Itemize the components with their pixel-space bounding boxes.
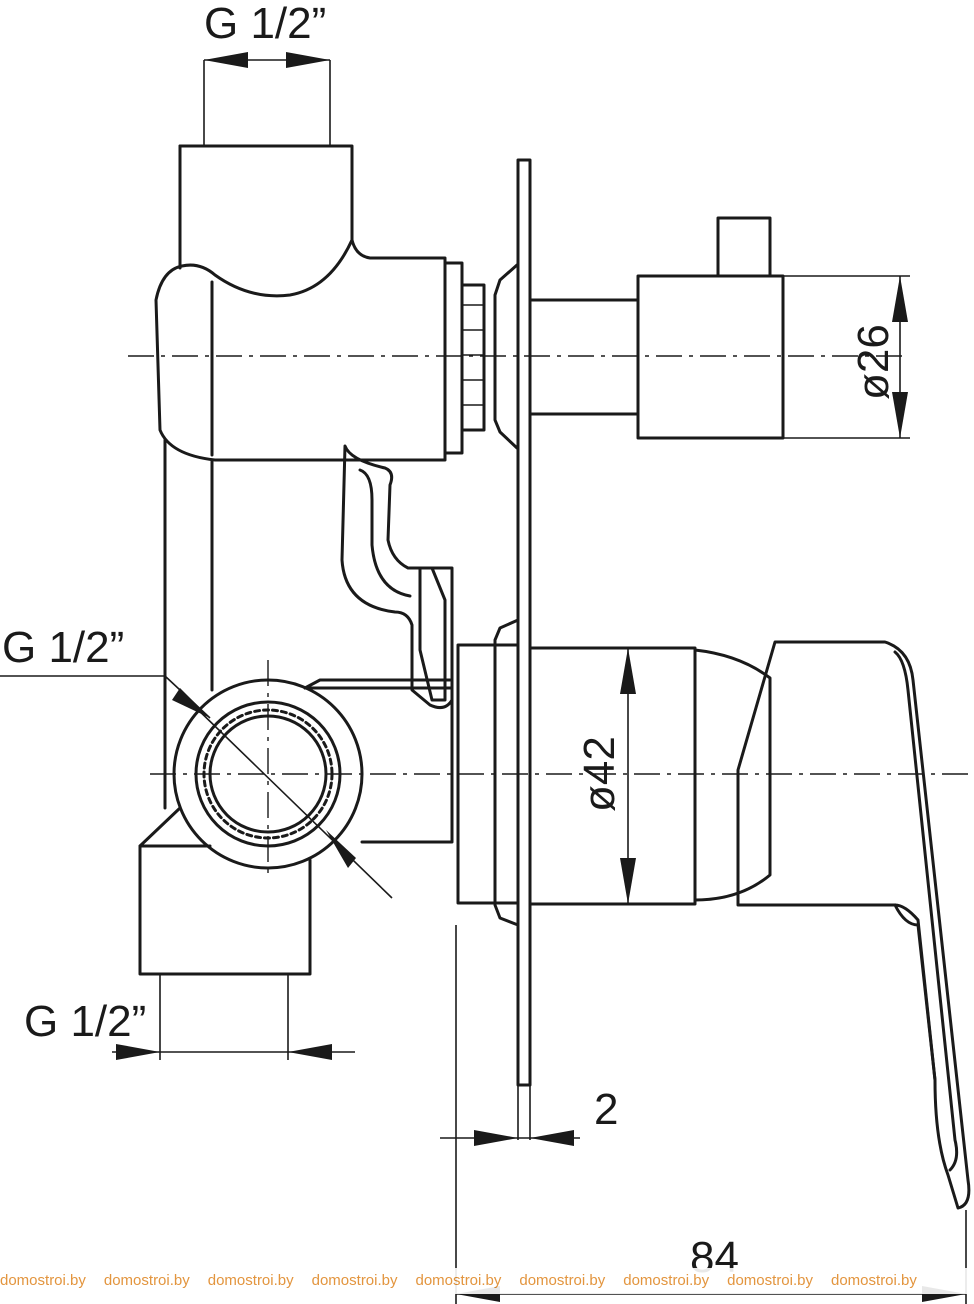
upper-escutcheon-seal <box>493 263 519 450</box>
bottom-outlet-pipe <box>138 806 312 976</box>
watermark-text: domostroi.by <box>0 1272 86 1289</box>
upper-cap <box>636 274 785 440</box>
top-thread-label: G 1/2” <box>204 0 326 48</box>
wall-plate <box>516 158 532 1087</box>
diameter-42-label: ø42 <box>575 736 624 812</box>
side-outlet-outer <box>172 678 364 870</box>
outlet-diagonal <box>187 699 393 899</box>
bottom-thread-label: G 1/2” <box>24 997 146 1046</box>
lever-handle-tip <box>893 903 937 1082</box>
lower-cartridge-collar <box>456 643 520 905</box>
lower-body-top <box>303 678 452 690</box>
body-nut-ring-1 <box>443 261 464 455</box>
lower-escutcheon-seal <box>493 618 520 927</box>
diameter-26-label: ø26 <box>849 324 898 400</box>
middle-connector-inner <box>358 468 412 598</box>
watermark-text: domostroi.by <box>519 1272 606 1289</box>
watermark-text: domostroi.by <box>415 1272 502 1289</box>
connector-clip <box>418 566 447 702</box>
lower-cartridge-body <box>528 646 697 906</box>
lever-handle-inner <box>893 650 959 1172</box>
upper-cap-pin <box>716 216 772 278</box>
upper-spindle <box>528 298 640 416</box>
watermark-text: domostroi.by <box>831 1272 917 1289</box>
lever-handle <box>736 640 971 1210</box>
lever-neck <box>693 648 772 902</box>
body-nut-ring-2 <box>460 283 486 432</box>
watermark-text: domostroi.by <box>623 1272 710 1289</box>
plate-thickness-label: 2 <box>594 1085 618 1134</box>
watermark-text: domostroi.by <box>207 1272 294 1289</box>
watermark-text: domostroi.by <box>311 1272 398 1289</box>
top-inlet-pipe <box>154 144 447 462</box>
left-thread-label: G 1/2” <box>2 623 124 672</box>
watermark-text: domostroi.by <box>727 1272 813 1289</box>
side-outlet-thread <box>202 708 334 840</box>
watermark-strip: domostroi.by domostroi.by domostroi.by domo… <box>0 1268 974 1294</box>
watermark-text: domostroi.by <box>103 1272 190 1289</box>
side-outlet-bore <box>208 714 328 834</box>
lower-body-block <box>303 686 454 844</box>
side-outlet-ring <box>194 700 342 848</box>
